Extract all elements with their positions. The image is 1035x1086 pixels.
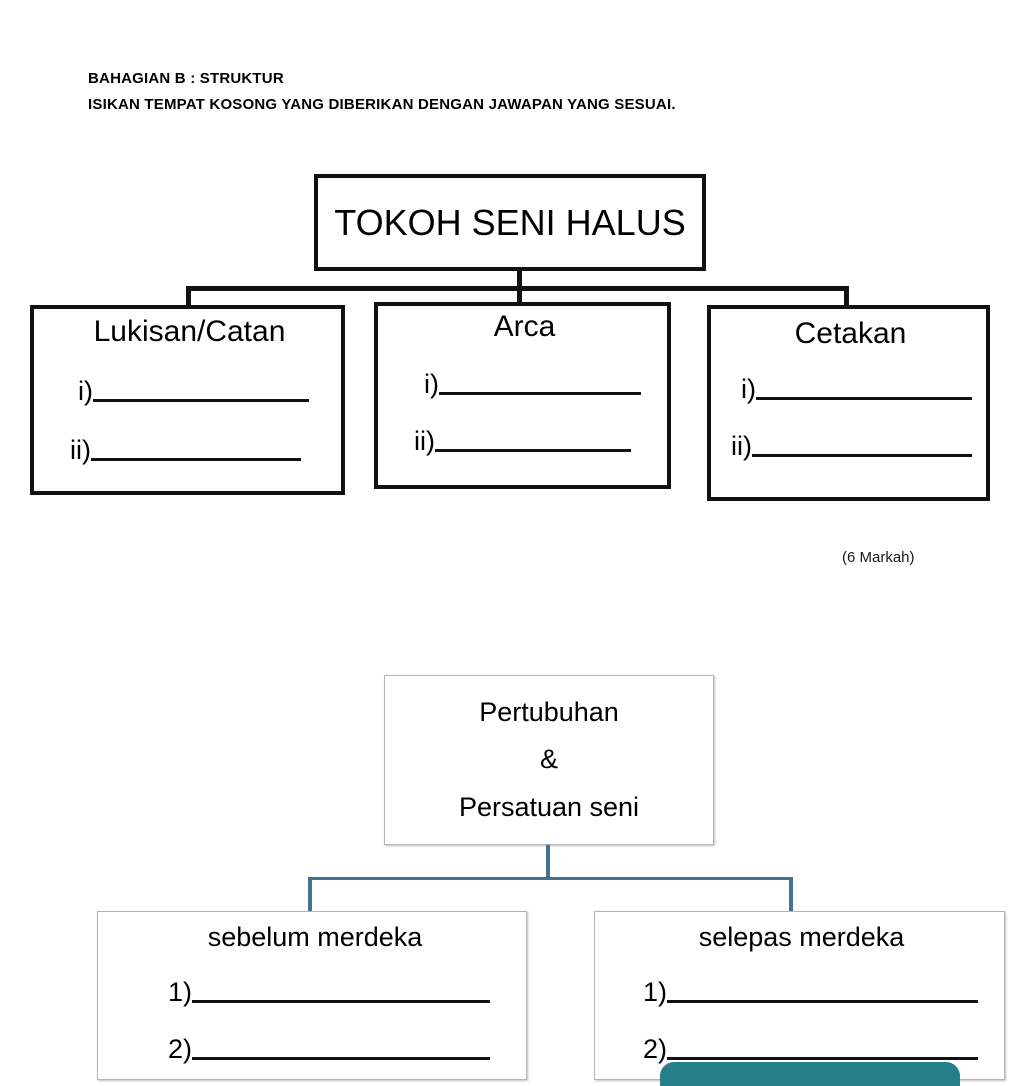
blank-label: i)	[78, 375, 93, 406]
blank-rule[interactable]	[752, 453, 972, 457]
teal-rounded-bar[interactable]	[660, 1062, 960, 1086]
top-child-3-title: Cetakan	[794, 317, 907, 350]
bottom-connector-bar	[308, 877, 793, 880]
top-child-box-1: Lukisan/Catan i) ii)	[30, 305, 345, 495]
bottom-child-box-2: selepas merdeka 1) 2)	[594, 911, 1005, 1080]
blank-label: 1)	[168, 977, 193, 1008]
top-child-1-title: Lukisan/Catan	[93, 315, 286, 348]
blank-label: i)	[424, 368, 439, 399]
blank-rule[interactable]	[439, 391, 641, 395]
blank-rule[interactable]	[91, 457, 301, 461]
bottom-child-1-blank-2[interactable]: 2)	[128, 1036, 502, 1063]
blank-rule[interactable]	[667, 1000, 978, 1004]
blank-label: ii)	[70, 434, 91, 465]
blank-label: i)	[741, 373, 756, 404]
bottom-root-line-1: Pertubuhan	[479, 697, 619, 728]
top-connector-drop-2	[517, 286, 522, 304]
bottom-connector-drop-2	[789, 877, 793, 913]
top-child-3-blank-1[interactable]: i)	[725, 373, 976, 404]
top-child-1-blank-2[interactable]: ii)	[56, 434, 323, 465]
blank-rule[interactable]	[756, 396, 972, 400]
top-child-2-blank-2[interactable]: ii)	[400, 425, 649, 456]
top-child-2-blank-1[interactable]: i)	[400, 368, 649, 399]
blank-rule[interactable]	[667, 1057, 978, 1061]
blank-rule[interactable]	[93, 398, 309, 402]
bottom-root-line-3: Persatuan seni	[458, 791, 640, 822]
blank-label: 2)	[643, 1034, 668, 1065]
bottom-child-2-title: selepas merdeka	[698, 922, 905, 952]
top-connector-stem	[517, 271, 522, 290]
blank-label: 1)	[643, 977, 668, 1008]
top-child-3-blank-2[interactable]: ii)	[725, 430, 976, 461]
top-child-box-3: Cetakan i) ii)	[707, 305, 990, 501]
bottom-child-1-blank-1[interactable]: 1)	[128, 979, 502, 1006]
top-connector-drop-3	[844, 286, 849, 307]
blank-label: ii)	[414, 425, 435, 456]
blank-rule[interactable]	[192, 1000, 490, 1004]
bottom-child-2-blank-1[interactable]: 1)	[619, 979, 984, 1006]
bottom-connector-stem	[546, 845, 550, 880]
marks-note: (6 Markah)	[842, 549, 915, 566]
bottom-child-1-title: sebelum merdeka	[207, 922, 423, 952]
bottom-child-2-blank-2[interactable]: 2)	[619, 1036, 984, 1063]
bottom-child-box-1: sebelum merdeka 1) 2)	[97, 911, 527, 1080]
top-child-1-blank-1[interactable]: i)	[56, 375, 323, 406]
top-connector-drop-1	[186, 286, 191, 307]
top-root-title: TOKOH SENI HALUS	[334, 201, 686, 243]
bottom-root-line-2: &	[539, 744, 558, 775]
top-child-2-title: Arca	[493, 310, 556, 343]
top-root-box: TOKOH SENI HALUS	[314, 174, 706, 271]
bottom-connector-drop-1	[308, 877, 312, 913]
blank-rule[interactable]	[192, 1057, 490, 1061]
bottom-root-box: Pertubuhan & Persatuan seni	[384, 675, 714, 845]
section-title: BAHAGIAN B : STRUKTUR	[88, 70, 284, 87]
blank-label: ii)	[731, 430, 752, 461]
top-child-box-2: Arca i) ii)	[374, 302, 671, 489]
blank-label: 2)	[168, 1034, 193, 1065]
blank-rule[interactable]	[435, 448, 631, 452]
section-instruction: ISIKAN TEMPAT KOSONG YANG DIBERIKAN DENG…	[88, 96, 676, 113]
section-header: BAHAGIAN B : STRUKTUR ISIKAN TEMPAT KOSO…	[88, 66, 676, 118]
